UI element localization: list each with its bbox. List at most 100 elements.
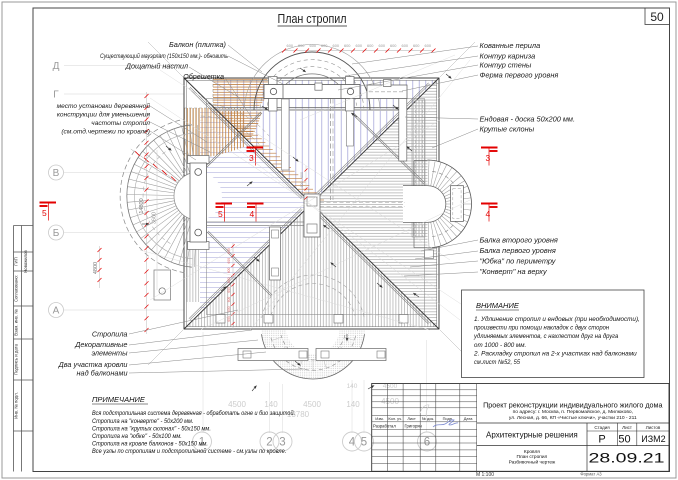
- svg-text:Разработал: Разработал: [373, 423, 396, 428]
- svg-text:см.лист №52, 55: см.лист №52, 55: [474, 359, 520, 366]
- svg-text:50: 50: [618, 433, 630, 445]
- svg-text:Подп.: Подп.: [443, 416, 453, 421]
- svg-text:140: 140: [347, 383, 358, 390]
- svg-text:Согласовано:: Согласовано:: [14, 275, 19, 302]
- svg-text:Крутые склоны: Крутые склоны: [480, 125, 535, 134]
- svg-text:Контур стены: Контур стены: [480, 61, 532, 70]
- svg-text:ПРИМЕЧАНИЕ: ПРИМЕЧАНИЕ: [92, 395, 146, 404]
- svg-text:600: 600: [379, 43, 386, 48]
- svg-text:Формат А3: Формат А3: [580, 471, 602, 476]
- svg-text:13780: 13780: [287, 410, 310, 419]
- svg-text:600: 600: [300, 182, 304, 188]
- svg-text:Листов: Листов: [646, 425, 661, 430]
- svg-text:Контур карниза: Контур карниза: [480, 52, 536, 61]
- svg-text:Григорян: Григорян: [405, 423, 423, 428]
- svg-text:В: В: [53, 168, 60, 179]
- svg-text:2: 2: [266, 437, 272, 449]
- svg-text:4500: 4500: [228, 400, 246, 409]
- svg-text:Кровля: Кровля: [524, 449, 540, 455]
- svg-text:600: 600: [227, 258, 231, 264]
- svg-text:Стропила на кровле балконов -: Стропила на кровле балконов - 50х150 мм.: [92, 440, 208, 448]
- svg-text:4500: 4500: [303, 400, 321, 409]
- svg-text:6: 6: [424, 437, 430, 449]
- svg-text:элементы: элементы: [91, 349, 128, 358]
- svg-text:"Конверт" на верху: "Конверт" на верху: [480, 267, 549, 276]
- svg-text:Два участка кровли: Два участка кровли: [58, 360, 128, 369]
- svg-text:600: 600: [402, 43, 409, 48]
- svg-text:План стропил: План стропил: [278, 12, 347, 26]
- svg-text:600: 600: [227, 316, 231, 322]
- svg-text:частоты стропил: частоты стропил: [91, 120, 150, 127]
- svg-text:Лист: Лист: [407, 416, 416, 421]
- svg-text:Стадия: Стадия: [594, 425, 610, 430]
- svg-text:Балкон (плитка): Балкон (плитка): [169, 40, 226, 49]
- svg-text:4800: 4800: [93, 262, 99, 274]
- svg-text:Р: Р: [598, 433, 605, 445]
- svg-text:28.09.21: 28.09.21: [589, 451, 665, 466]
- svg-text:600: 600: [425, 43, 432, 48]
- svg-text:1. Удлинение стропил и ендо: 1. Удлинение стропил и ендовых (при необ…: [474, 315, 640, 323]
- svg-text:Взам. инв. №: Взам. инв. №: [14, 309, 19, 336]
- svg-text:5: 5: [218, 209, 223, 219]
- svg-text:Кол. уч.: Кол. уч.: [388, 416, 402, 421]
- svg-text:Обрешетка: Обрешетка: [183, 72, 224, 81]
- svg-text:Ферма первого уровня: Ферма первого уровня: [480, 71, 559, 80]
- svg-text:Декоративные: Декоративные: [74, 340, 127, 349]
- svg-text:3: 3: [486, 153, 491, 163]
- svg-text:(см.отд.чертежи по кровле): (см.отд.чертежи по кровле): [61, 128, 150, 136]
- svg-text:Балка второго уровня: Балка второго уровня: [480, 236, 558, 245]
- svg-text:600: 600: [310, 43, 317, 48]
- svg-text:3: 3: [279, 437, 285, 449]
- svg-text:место установки деревянной: место установки деревянной: [57, 102, 151, 110]
- svg-text:600: 600: [227, 297, 231, 303]
- svg-text:ВНИМАНИЕ: ВНИМАНИЕ: [476, 301, 520, 310]
- svg-text:5: 5: [42, 208, 47, 218]
- svg-text:600: 600: [413, 43, 420, 48]
- svg-text:Стропила на "конверте" - 50х20: Стропила на "конверте" - 50х200 мм.: [92, 418, 194, 425]
- svg-text:по адресу: г. Москва, п. Перв: по адресу: г. Москва, п. Первомайское, д…: [513, 408, 633, 415]
- svg-text:600: 600: [344, 43, 351, 48]
- svg-text:2. Раскладку стропил на 2-х: 2. Раскладку стропил на 2-х участках над…: [473, 349, 637, 357]
- svg-text:Разбивочный чертеж: Разбивочный чертеж: [509, 459, 556, 466]
- svg-text:от 1000 - 800 мм.: от 1000 - 800 мм.: [474, 342, 526, 349]
- svg-text:4: 4: [486, 209, 491, 219]
- svg-text:ИЗМ2: ИЗМ2: [641, 434, 665, 444]
- svg-text:600: 600: [390, 43, 397, 48]
- svg-text:140: 140: [264, 400, 278, 409]
- svg-text:Стропила: Стропила: [92, 330, 128, 339]
- svg-text:600: 600: [227, 287, 231, 293]
- svg-text:Изм.: Изм.: [375, 416, 383, 421]
- svg-text:Б: Б: [53, 228, 60, 239]
- svg-text:Проект реконструкции индивидуа: Проект реконструкции индивидуального жил…: [483, 400, 662, 409]
- svg-text:4: 4: [349, 437, 356, 449]
- svg-text:600: 600: [300, 172, 304, 178]
- svg-text:5: 5: [361, 437, 367, 449]
- svg-text:4500: 4500: [381, 397, 399, 406]
- svg-text:"Юбка" по периметру: "Юбка" по периметру: [480, 257, 557, 266]
- svg-text:Лист: Лист: [622, 425, 632, 430]
- svg-text:Инв. № подл.: Инв. № подл.: [14, 392, 19, 419]
- svg-text:4500: 4500: [383, 383, 398, 390]
- svg-text:50: 50: [650, 10, 664, 24]
- svg-text:удлиняемых элементов, с нахлес: удлиняемых элементов, с нахлестом друг н…: [473, 332, 619, 340]
- svg-text:3600: 3600: [152, 212, 158, 224]
- svg-text:Дата: Дата: [464, 416, 473, 421]
- svg-text:1: 1: [199, 437, 205, 449]
- svg-text:600: 600: [227, 267, 231, 273]
- svg-text:600: 600: [321, 43, 328, 48]
- svg-text:600: 600: [367, 43, 374, 48]
- svg-text:ул. Лесная, д. 66, КП «Чистые: ул. Лесная, д. 66, КП «Чистые ключи», уч…: [509, 415, 637, 421]
- svg-text:Подпись и дата: Подпись и дата: [14, 343, 19, 375]
- svg-text:4: 4: [250, 209, 255, 219]
- svg-text:Балка первого уровня: Балка первого уровня: [480, 246, 556, 255]
- svg-text:600: 600: [227, 277, 231, 283]
- svg-text:600: 600: [300, 191, 304, 197]
- svg-text:Дощатый настил: Дощатый настил: [125, 62, 188, 71]
- svg-text:Вся подстропильная система дер: Вся подстропильная система деревянная - …: [92, 409, 295, 417]
- svg-text:3: 3: [249, 153, 254, 163]
- svg-text:конструкции для уменьшения: конструкции для уменьшения: [57, 111, 151, 119]
- svg-text:600: 600: [333, 43, 340, 48]
- svg-text:600: 600: [298, 43, 305, 48]
- svg-text:600: 600: [287, 43, 294, 48]
- svg-text:Стропила на "юбке" - 50х100 мм: Стропила на "юбке" - 50х100 мм.: [92, 432, 182, 440]
